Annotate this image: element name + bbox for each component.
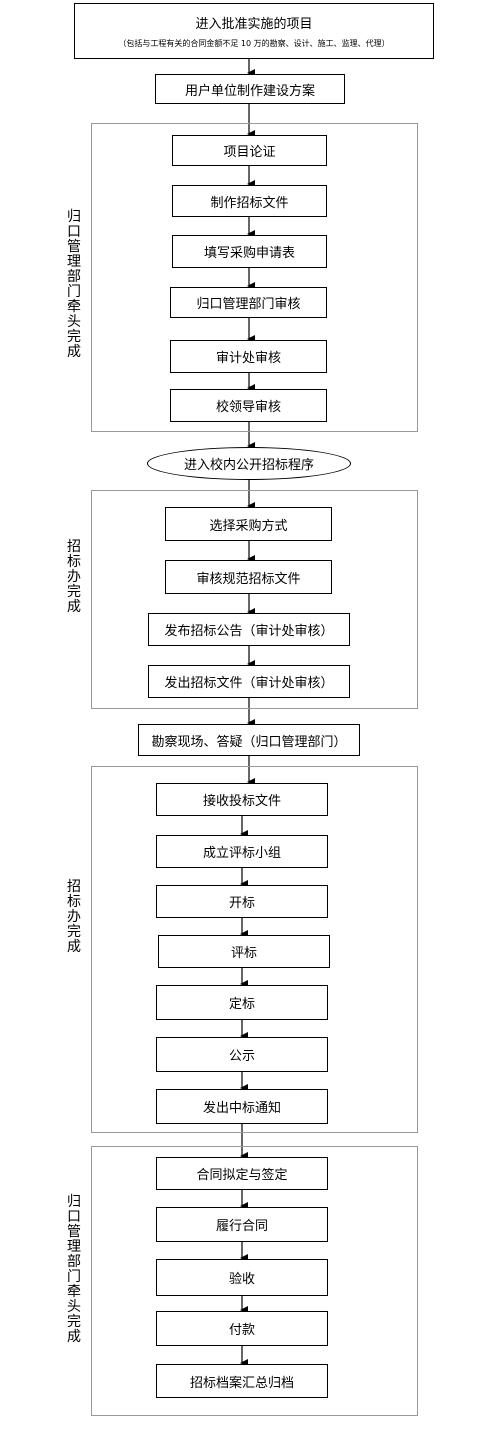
group-3-label: 招标办完成 bbox=[67, 879, 81, 955]
step-open-bids: 开标 bbox=[156, 885, 328, 918]
step-project-review: 项目论证 bbox=[172, 135, 327, 166]
step-issue-tender-docs: 发出招标文件（审计处审核） bbox=[148, 665, 350, 698]
group-1-label: 归口管理部门牵头完成 bbox=[67, 209, 81, 360]
public-tender-oval: 进入校内公开招标程序 bbox=[147, 447, 351, 480]
start-project-box: 进入批准实施的项目 （包括与工程有关的合同金额不足 10 万的勘察、设计、施工、… bbox=[74, 3, 434, 59]
group-4-frame bbox=[91, 1146, 418, 1416]
group-3-frame bbox=[91, 766, 418, 1133]
group-2-frame bbox=[91, 490, 418, 709]
step-leader-review: 校领导审核 bbox=[170, 389, 327, 422]
step-evaluate-bids: 评标 bbox=[158, 935, 330, 968]
step-publish-notice: 发布招标公告（审计处审核） bbox=[148, 613, 350, 646]
start-project-note: （包括与工程有关的合同金额不足 10 万的勘察、设计、施工、监理、代理） bbox=[118, 39, 390, 48]
step-payment: 付款 bbox=[156, 1311, 328, 1346]
step-draft-contract: 合同拟定与签定 bbox=[156, 1157, 328, 1190]
step-acceptance: 验收 bbox=[156, 1259, 328, 1296]
step-review-tender-docs: 审核规范招标文件 bbox=[165, 560, 332, 594]
step-select-method: 选择采购方式 bbox=[165, 507, 332, 541]
group-4-label: 归口管理部门牵头完成 bbox=[67, 1194, 81, 1345]
step-dept-review: 归口管理部门审核 bbox=[170, 287, 327, 318]
group-1-frame bbox=[91, 123, 418, 432]
step-fill-purchase-form: 填写采购申请表 bbox=[172, 235, 327, 268]
plan-box: 用户单位制作建设方案 bbox=[155, 74, 345, 104]
survey-box: 勘察现场、答疑（归口管理部门） bbox=[138, 724, 360, 756]
step-form-committee: 成立评标小组 bbox=[156, 835, 328, 868]
group-2-label: 招标办完成 bbox=[67, 539, 81, 615]
step-award-notice: 发出中标通知 bbox=[156, 1089, 328, 1124]
step-perform-contract: 履行合同 bbox=[156, 1207, 328, 1242]
step-publicity: 公示 bbox=[156, 1037, 328, 1072]
start-project-title: 进入批准实施的项目 bbox=[195, 17, 313, 32]
step-audit-review: 审计处审核 bbox=[170, 340, 327, 373]
step-receive-bids: 接收投标文件 bbox=[156, 783, 328, 816]
step-make-tender-docs: 制作招标文件 bbox=[172, 185, 327, 217]
step-award: 定标 bbox=[156, 985, 328, 1020]
step-archive: 招标档案汇总归档 bbox=[156, 1364, 328, 1398]
